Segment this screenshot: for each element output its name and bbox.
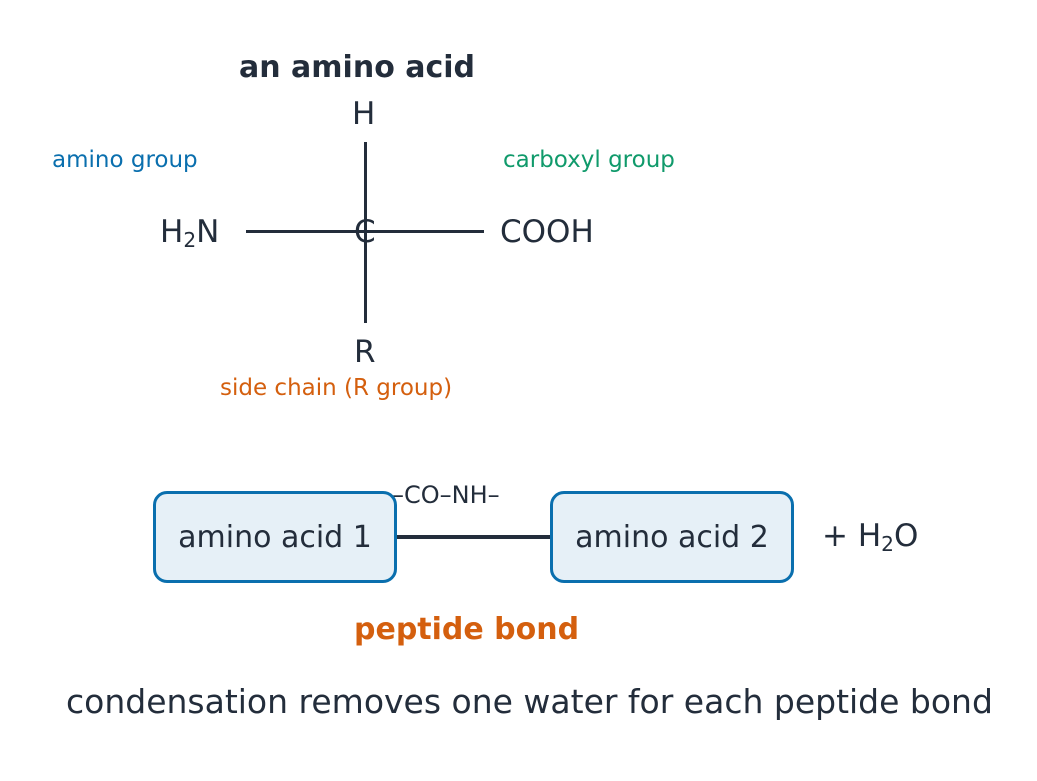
- water-o: O: [893, 518, 919, 554]
- atom-carbon-center: C: [354, 214, 376, 250]
- amino-acid-1-box: amino acid 1: [153, 491, 397, 583]
- water-product: + H2O: [822, 518, 918, 556]
- amino-acid-2-box: amino acid 2: [550, 491, 794, 583]
- water-plus-h: + H: [822, 518, 882, 554]
- vertical-bond-line: [364, 142, 367, 323]
- atom-hydrogen-top: H: [352, 96, 376, 132]
- peptide-bond-line: [393, 535, 555, 539]
- carboxyl-formula: COOH: [500, 214, 594, 250]
- caption: condensation removes one water for each …: [66, 682, 993, 721]
- amino-subscript: 2: [183, 228, 197, 253]
- side-chain-label: side chain (R group): [220, 375, 453, 401]
- amino-acid-2-label: amino acid 2: [575, 519, 769, 555]
- amino-acid-1-label: amino acid 1: [178, 519, 372, 555]
- carboxyl-group-label: carboxyl group: [503, 147, 675, 173]
- amino-group-formula: H2N: [160, 214, 219, 252]
- amino-h: H: [160, 214, 184, 250]
- amino-group-label: amino group: [52, 147, 198, 173]
- water-subscript: 2: [881, 532, 894, 557]
- amino-n: N: [196, 214, 220, 250]
- peptide-bond-label: peptide bond: [354, 612, 580, 647]
- bond-formula: –CO–NH–: [392, 481, 500, 509]
- atom-r-bottom: R: [354, 334, 376, 370]
- diagram-title: an amino acid: [239, 50, 476, 85]
